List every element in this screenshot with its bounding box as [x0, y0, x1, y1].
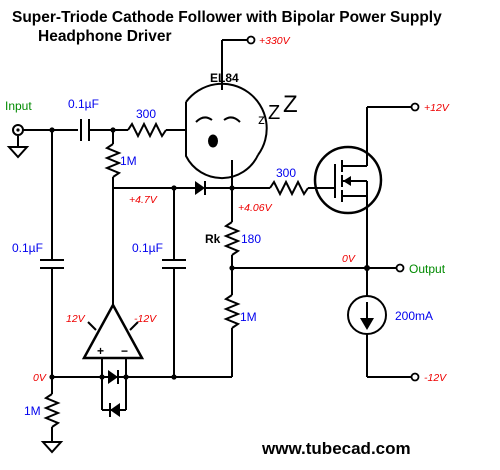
mosfet-supply: [367, 102, 420, 112]
grid-stopper-value: 300: [136, 107, 156, 121]
rk-value: 180: [241, 232, 261, 246]
mosfet-arrow-icon: [343, 176, 351, 186]
current-source-arrow-icon: [360, 318, 374, 330]
output-wire: [232, 263, 405, 273]
tube-right-eye: [223, 116, 241, 123]
tube-mouth: [208, 134, 218, 148]
left-capacitor: [40, 127, 64, 377]
el84-tube: [185, 82, 268, 188]
input-capacitor-value: 0.1µF: [68, 97, 99, 111]
negative-supply-terminal: [410, 372, 420, 382]
lower-resistor: [223, 268, 241, 377]
opamp-minus-pin: −: [121, 344, 128, 358]
middle-capacitor: [162, 188, 186, 377]
b-plus-supply: [221, 35, 256, 90]
tube-left-eye: [195, 116, 213, 123]
opamp-plus-pin: +: [97, 344, 104, 358]
input-ground-icon: [6, 146, 30, 159]
mosfet-gate-resistor-value: 300: [276, 166, 296, 180]
output-terminal: [395, 263, 405, 273]
ground-bus: [49, 370, 232, 417]
rk-label: Rk: [205, 232, 221, 246]
output-label: Output: [409, 262, 446, 276]
input-label: Input: [5, 99, 32, 113]
middle-capacitor-value: 0.1µF: [132, 241, 163, 255]
diode-icon: [195, 181, 205, 195]
snore-z-medium: Z: [268, 102, 280, 124]
bottom-left-resistor-value: 1M: [24, 404, 41, 418]
input-capacitor: [80, 119, 128, 141]
bias-resistor-value: 1M: [120, 154, 137, 168]
negative-supply-voltage: -12V: [424, 372, 447, 384]
node-voltage-4-7: +4.7V: [129, 194, 158, 206]
opamp-negative-supply: -12V: [134, 313, 157, 325]
b-plus-voltage-label: +330V: [259, 35, 291, 47]
upper-diode-icon: [108, 370, 118, 384]
title-line-1: Super-Triode Cathode Follower with Bipol…: [12, 9, 442, 26]
mosfet: [313, 107, 383, 268]
op-amp: [81, 302, 145, 377]
node-voltage-4-06: +4.06V: [238, 202, 273, 214]
opamp-positive-supply: 12V: [66, 313, 86, 325]
ground-voltage-label: 0V: [33, 372, 47, 384]
left-capacitor-value: 0.1µF: [12, 241, 43, 255]
snore-z-small: z: [258, 111, 265, 127]
bottom-left-resistor: [40, 377, 64, 454]
mosfet-gate-resistor: [232, 179, 320, 197]
current-source-value: 200mA: [395, 309, 433, 323]
bias-resistor: [104, 127, 122, 188]
title-line-2: Headphone Driver: [38, 28, 172, 45]
lower-diode-icon: [110, 403, 120, 417]
mosfet-supply-voltage: +12V: [424, 102, 450, 114]
snore-z-large: Z: [283, 91, 298, 118]
lower-resistor-value: 1M: [240, 310, 257, 324]
input-jack: [6, 124, 78, 159]
bottom-ground-icon: [40, 441, 64, 454]
b-plus-terminal: [246, 35, 256, 45]
output-node-voltage: 0V: [342, 253, 356, 265]
current-source: [347, 268, 420, 382]
rk-resistor: [223, 188, 241, 271]
website-url: www.tubecad.com: [261, 439, 411, 458]
grid-stopper-resistor: [127, 121, 187, 139]
tube-label: EL84: [210, 71, 239, 85]
